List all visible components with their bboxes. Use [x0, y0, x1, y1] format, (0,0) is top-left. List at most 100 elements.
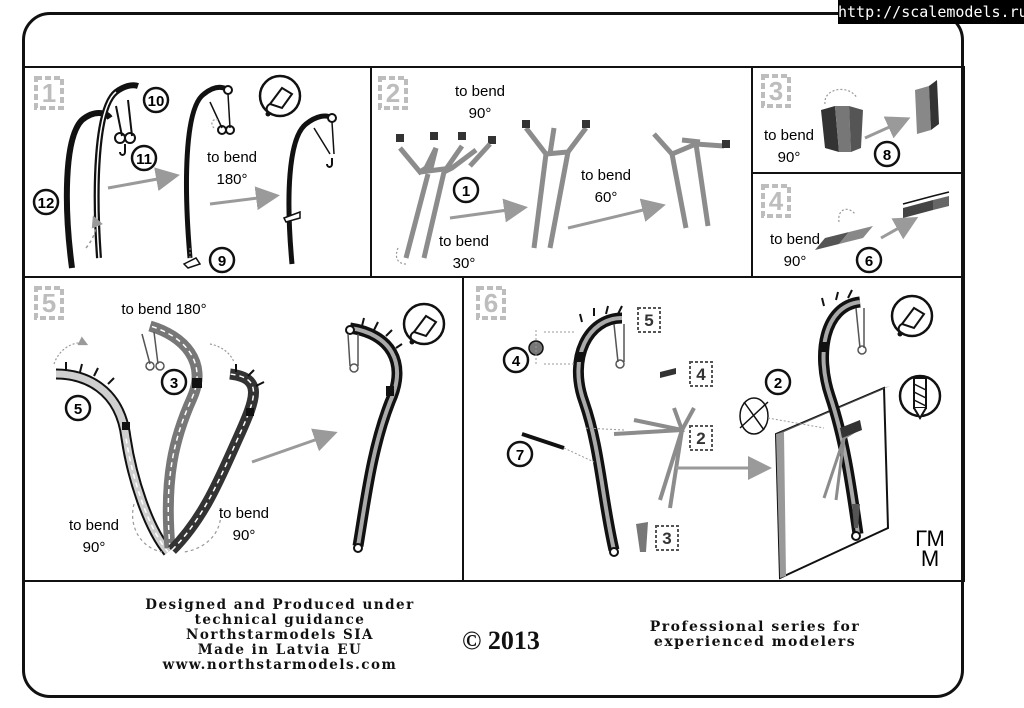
label-to-bend: to bend [69, 517, 119, 534]
svg-text:6: 6 [484, 288, 498, 318]
glue-icon [258, 74, 302, 118]
svg-text:9: 9 [218, 253, 226, 270]
frame-part-1-finished [652, 132, 725, 229]
panel-step-2: 2 to bend 90° 1 to bend 30° to bend 60° [370, 66, 753, 278]
svg-text:5: 5 [42, 288, 56, 318]
part-number-10: 10 [142, 86, 170, 114]
process-arrow [107, 167, 180, 192]
process-arrow [880, 217, 919, 240]
step-badge-3: 3 [761, 74, 791, 108]
svg-text:7: 7 [516, 447, 524, 464]
frame-part-2 [613, 407, 696, 509]
svg-text:1: 1 [42, 78, 56, 108]
process-arrow [209, 186, 280, 211]
rod-part-7 [521, 432, 565, 450]
panel-step-4: 4 to bend 90° 6 [751, 172, 965, 278]
part-ref-2: 2 [689, 425, 713, 451]
svg-text:10: 10 [148, 93, 165, 110]
hook-pulley-part-11 [114, 99, 136, 156]
crane-finished [286, 113, 334, 265]
label-90-degrees: 90° [233, 527, 256, 544]
glue-icon [890, 294, 934, 338]
label-90-degrees: 90° [83, 539, 106, 556]
label-to-bend: to bend [764, 127, 814, 144]
website-url: www.northstarmodels.com [162, 657, 398, 673]
svg-text:М: М [921, 546, 939, 571]
svg-text:8: 8 [883, 147, 891, 164]
step-badge-5: 5 [34, 286, 64, 320]
svg-text:4: 4 [769, 186, 784, 216]
panel-step-6: 6 4 5 4 2 [462, 276, 965, 582]
svg-text:2: 2 [386, 78, 400, 108]
part-4 [528, 330, 574, 366]
step-badge-6: 6 [476, 286, 506, 320]
part-number-1: 1 [452, 176, 480, 204]
part-8-flat [821, 106, 863, 152]
copyright: © 2013 [462, 626, 540, 655]
part-number-8: 8 [873, 140, 901, 168]
credits-line: Made in Latvia EU [197, 642, 363, 658]
series-line: Professional series for [649, 619, 861, 635]
propeller-icon [739, 397, 769, 435]
label-to-bend-180: to bend 180° [121, 301, 206, 318]
part-number-9: 9 [208, 246, 236, 274]
crane-assembled [184, 84, 230, 259]
part-number-7: 7 [506, 440, 534, 468]
label-to-bend: to bend [439, 233, 489, 250]
label-90-degrees: 90° [469, 105, 492, 122]
part-ref-3: 3 [655, 525, 679, 551]
label-90-degrees: 90° [784, 253, 807, 270]
part-number-11: 11 [130, 144, 158, 172]
svg-text:5: 5 [74, 401, 82, 418]
part-number-4: 4 [502, 346, 530, 374]
part-number-2: 2 [764, 368, 792, 396]
step-badge-4: 4 [761, 184, 791, 218]
part-number-12: 12 [32, 188, 60, 216]
glue-icon [402, 302, 446, 346]
label-180-degrees: 180° [216, 171, 247, 188]
part-6-small [660, 368, 676, 378]
process-arrow [449, 198, 528, 223]
svg-text:4: 4 [512, 353, 521, 370]
panel-step-1: 1 10 11 12 9 to bend 180° [22, 66, 372, 278]
part-6-folded [902, 191, 950, 218]
part-ref-5: 5 [637, 307, 661, 333]
svg-text:3: 3 [769, 76, 783, 106]
drill-icon [898, 374, 942, 420]
label-to-bend: to bend [455, 83, 505, 100]
label-to-bend: to bend [581, 167, 631, 184]
part-6-flat [815, 226, 873, 250]
svg-text:5: 5 [644, 311, 653, 330]
credits-line: Designed and Produced under [145, 597, 415, 613]
svg-text:2: 2 [774, 375, 782, 392]
svg-text:3: 3 [170, 375, 178, 392]
credits-line: technical guidance [194, 612, 366, 628]
process-arrow [567, 198, 666, 230]
process-arrow [864, 116, 911, 140]
crane-part-12 [63, 110, 113, 269]
process-arrow [251, 428, 338, 464]
part-number-6: 6 [855, 246, 883, 274]
gmm-logo: ГМ М [915, 526, 945, 571]
svg-text:11: 11 [136, 151, 152, 168]
svg-text:12: 12 [38, 195, 55, 212]
part-number-5: 5 [64, 394, 92, 422]
label-60-degrees: 60° [595, 189, 618, 206]
part-ref-4: 4 [689, 361, 713, 387]
series-note: Professional series for experienced mode… [600, 620, 910, 650]
label-90-degrees: 90° [778, 149, 801, 166]
step-badge-1: 1 [34, 76, 64, 110]
label-to-bend: to bend [207, 149, 257, 166]
boom-assembled [348, 322, 403, 547]
label-to-bend: to bend [219, 505, 269, 522]
svg-text:ГМ: ГМ [915, 526, 945, 551]
watermark-url: http://scalemodels.ru [838, 0, 1024, 24]
credits-line: Northstarmodels SIA [186, 627, 374, 643]
svg-text:1: 1 [462, 183, 470, 200]
panel-step-3: 3 to bend 90° 8 [751, 66, 965, 174]
label-to-bend: to bend [770, 231, 820, 248]
svg-text:6: 6 [865, 253, 873, 270]
series-line: experienced modelers [653, 634, 857, 650]
pulley-detail [141, 331, 165, 371]
panel-step-5: 5 to bend 180° 3 5 to bend 90° to bend 9… [22, 276, 464, 582]
